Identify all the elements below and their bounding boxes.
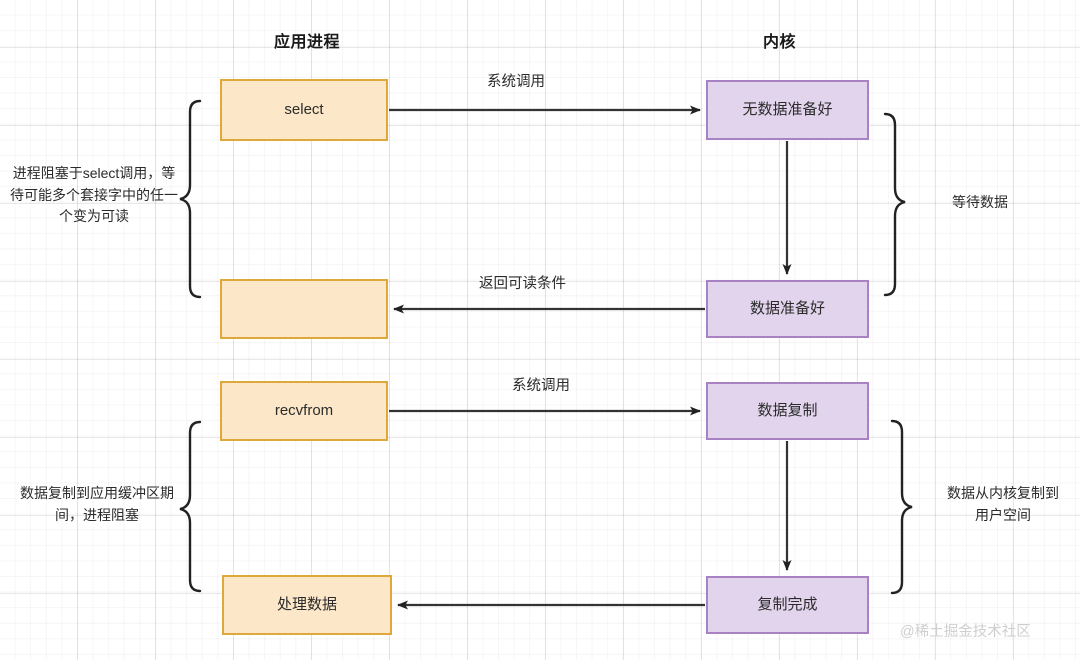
brace-right-waiting-data xyxy=(883,112,906,297)
node-process-data[interactable]: 处理数据 xyxy=(222,575,392,635)
watermark: @稀土掘金技术社区 xyxy=(900,624,1031,640)
brace-left-select-blocking xyxy=(179,99,202,299)
node-blocked-empty[interactable] xyxy=(220,279,388,339)
column-title-app-process: 应用进程 xyxy=(274,34,341,51)
brace-right-kernel-to-user xyxy=(890,419,913,595)
edge-label-return-readable: 返回可读条件 xyxy=(479,276,566,292)
node-recvfrom[interactable]: recvfrom xyxy=(220,381,388,441)
node-no-data-ready[interactable]: 无数据准备好 xyxy=(706,80,869,140)
node-copy-done[interactable]: 复制完成 xyxy=(706,576,869,634)
annotation-kernel-to-user: 数据从内核复制到用户空间 xyxy=(947,485,1059,523)
node-select[interactable]: select xyxy=(220,79,388,141)
node-data-copy[interactable]: 数据复制 xyxy=(706,382,869,440)
annotation-copy-blocking: 数据复制到应用缓冲区期间，进程阻塞 xyxy=(20,485,174,523)
annotation-select-blocking: 进程阻塞于select调用，等待可能多个套接字中的任一个变为可读 xyxy=(10,165,178,225)
annotation-waiting-data: 等待数据 xyxy=(952,194,1008,210)
edge-label-syscall-recv: 系统调用 xyxy=(512,378,570,394)
node-data-ready[interactable]: 数据准备好 xyxy=(706,280,869,338)
column-title-kernel: 内核 xyxy=(763,34,797,51)
edge-label-syscall-select: 系统调用 xyxy=(487,74,545,90)
